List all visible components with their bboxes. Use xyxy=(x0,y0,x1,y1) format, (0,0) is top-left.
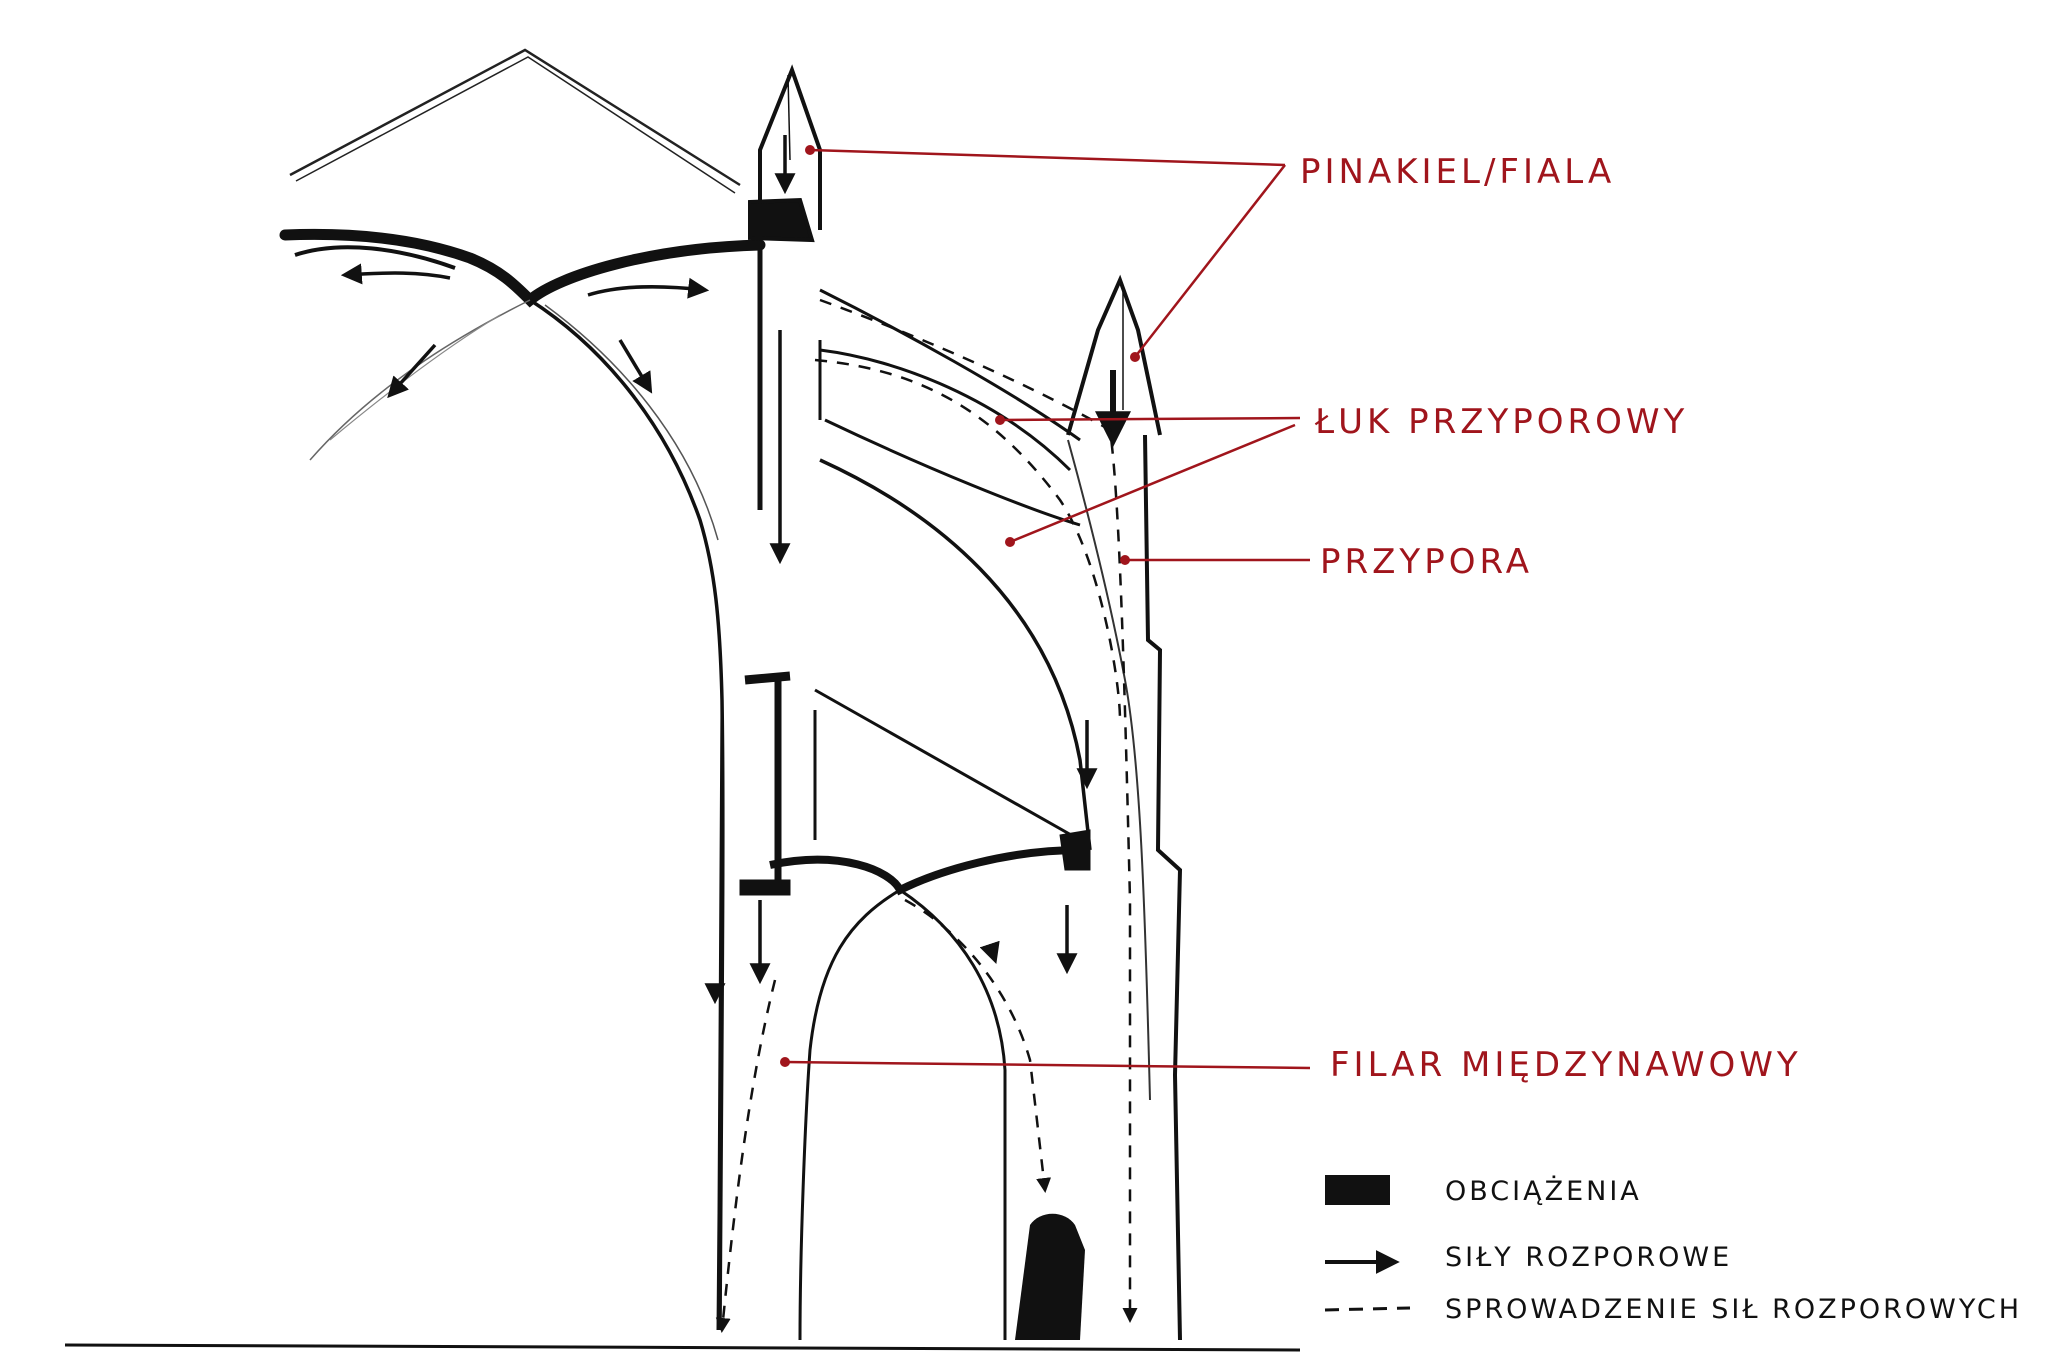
thrust-arrows xyxy=(340,135,1131,1005)
nave-vault xyxy=(279,228,766,1331)
lower-flying-buttress xyxy=(813,458,1092,851)
aisle-vault xyxy=(739,671,1091,1341)
legend-transfer-label: SPROWADZENIE SIŁ ROZPOROWYCH xyxy=(1445,1294,2022,1325)
leader-dots xyxy=(780,145,1140,1067)
upper-flying-buttress xyxy=(818,288,1081,527)
legend-loads-label: OBCIĄŻENIA xyxy=(1445,1175,1642,1207)
ground xyxy=(64,1213,1301,1352)
label-flying-buttress: ŁUK PRZYPOROWY xyxy=(1314,402,1688,442)
label-pier: FILAR MIĘDZYNAWOWY xyxy=(1330,1045,1802,1085)
leader-lines xyxy=(784,148,1311,1070)
upper-pinnacle xyxy=(748,64,822,243)
label-buttress: PRZYPORA xyxy=(1320,542,1533,582)
legend-dashed-line xyxy=(1324,1306,1411,1312)
label-pinnacle: PINAKIEL/FIALA xyxy=(1300,152,1615,192)
thrust-transfer-lines xyxy=(715,298,1138,1333)
legend-load-swatch xyxy=(1325,1175,1390,1205)
outer-pinnacle xyxy=(1066,274,1162,436)
legend: OBCIĄŻENIA SIŁY ROZPOROWE SPROWADZENIE S… xyxy=(1324,1175,2022,1325)
buttress xyxy=(1067,434,1183,1341)
legend-thrust-label: SIŁY ROZPOROWE xyxy=(1445,1242,1732,1273)
roof xyxy=(289,48,741,194)
